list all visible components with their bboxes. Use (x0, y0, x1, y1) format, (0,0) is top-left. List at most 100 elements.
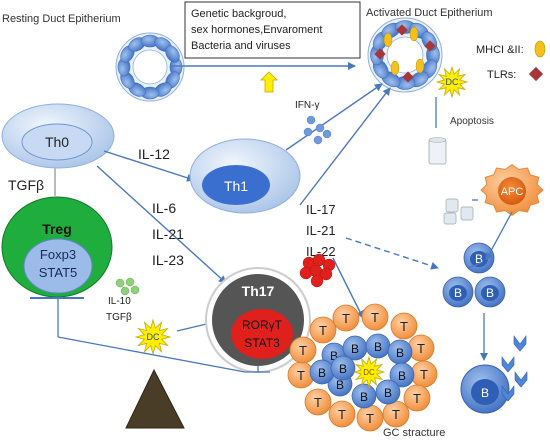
il10-dot (125, 277, 135, 287)
antigen-fragment-1 (445, 198, 459, 213)
apc-label: APC (501, 186, 524, 198)
antibody-icon (514, 371, 528, 388)
dc-star-shape (134, 318, 172, 356)
env-line-3: Bacteria and viruses (191, 40, 291, 52)
il17-to-gc-arrow (332, 257, 364, 319)
duct-lumen (132, 49, 168, 85)
t-label: T (297, 368, 305, 383)
ifn-dot (306, 115, 316, 125)
t-label: T (314, 395, 322, 410)
dc-label-middle: DC (147, 332, 160, 342)
apoptotic-body-icon (428, 137, 447, 165)
il23-label: IL-23 (152, 252, 184, 268)
tlrs-legend-label: TLRs: (487, 69, 516, 81)
il12-label: IL-12 (138, 146, 170, 162)
b-cell-nucleus (470, 251, 488, 267)
t-label: T (413, 391, 421, 406)
il10-dot (130, 285, 140, 295)
up-arrow-icon (260, 71, 278, 93)
resting-duct-ring (115, 32, 185, 102)
b-label: B (336, 378, 344, 392)
treg-label: Treg (42, 221, 72, 237)
tlr-marker (374, 48, 386, 60)
th17-label: Th17 (242, 283, 275, 299)
il17-dot (310, 274, 324, 288)
t-cell (309, 316, 337, 344)
t-label: T (319, 323, 327, 338)
b-label: B (396, 346, 404, 360)
il10-label: IL-10 (108, 296, 131, 307)
mhc-marker (415, 58, 425, 74)
t-cell (289, 336, 317, 364)
environment-box (184, 1, 361, 59)
b-cell (351, 383, 377, 409)
il21-right-label: IL-21 (306, 223, 336, 238)
ifn-dots (303, 115, 332, 145)
b-label: B (330, 349, 338, 363)
treg-inhibition-line (57, 336, 246, 373)
mhc-marker (409, 26, 419, 42)
il17-to-b-dashed-arrow (345, 237, 439, 270)
b-cell-cluster: B B B (442, 242, 506, 308)
dc-star-shape (435, 65, 469, 99)
t-cell (328, 400, 356, 428)
ifn-dot (315, 123, 325, 133)
foxp3-label: Foxp3 (40, 247, 76, 262)
il17-dots (299, 253, 336, 288)
dc-star-gc (352, 355, 386, 389)
env-line-1: Genetic backgroud, (191, 8, 286, 20)
b-cell-nucleus (481, 285, 499, 301)
th0-nucleus (21, 123, 93, 161)
dc-label-gc: DC (363, 368, 375, 377)
treg-nucleus (23, 238, 93, 294)
b-cell-nucleus (449, 285, 467, 301)
apoptosis-label: Apoptosis (450, 116, 494, 127)
apc-to-b-arrow (485, 211, 513, 261)
antigen-fragment-3 (460, 206, 474, 221)
antibody-icons (501, 335, 528, 402)
env-line-2: sex hormones,Envaroment (191, 24, 322, 36)
b-label: B (486, 286, 494, 300)
t-label: T (400, 319, 408, 334)
b-label: B (351, 342, 359, 356)
t-cell (304, 388, 332, 416)
b-label: B (454, 286, 462, 300)
ifn-dot (313, 135, 323, 145)
b-label: B (475, 252, 483, 266)
t-label: T (420, 367, 428, 382)
epithelial-cell (165, 45, 180, 63)
tgfb-left-label: TGFβ (8, 177, 44, 193)
activated-duct-ring (367, 17, 443, 93)
antibody-icon (501, 356, 515, 373)
t-label: T (417, 341, 425, 356)
ifn-dot (322, 129, 332, 139)
b-label: B (339, 362, 347, 376)
mhc-legend-label: MHCI &II: (476, 44, 524, 56)
tlr-legend-icon (528, 66, 544, 82)
ifn-label: IFN-γ (295, 100, 319, 111)
il21-left-label: IL-21 (152, 226, 184, 242)
b-label: B (374, 340, 382, 354)
mhc-legend-icon (534, 40, 546, 58)
antigen-fragment-2 (443, 212, 457, 225)
t-label: T (299, 343, 307, 358)
b-label: B (384, 386, 392, 400)
t-cell (332, 304, 360, 332)
il17-dot (319, 267, 333, 281)
t-cell (403, 384, 431, 412)
th0-to-th17-arrow (96, 165, 227, 284)
tgfb-small-label: TGFβ (106, 312, 132, 323)
il6-label: IL-6 (152, 200, 176, 216)
apc-nucleus (498, 177, 526, 205)
gc-label: GC stracture (383, 427, 445, 439)
b-label-large: B (481, 386, 489, 400)
il10-dot (120, 286, 130, 296)
il10-dot (115, 278, 125, 288)
stat5-label: STAT5 (39, 265, 78, 280)
b-label: B (360, 390, 368, 404)
th0-to-th1-arrow (103, 150, 195, 182)
th17-nucleus (231, 309, 293, 359)
